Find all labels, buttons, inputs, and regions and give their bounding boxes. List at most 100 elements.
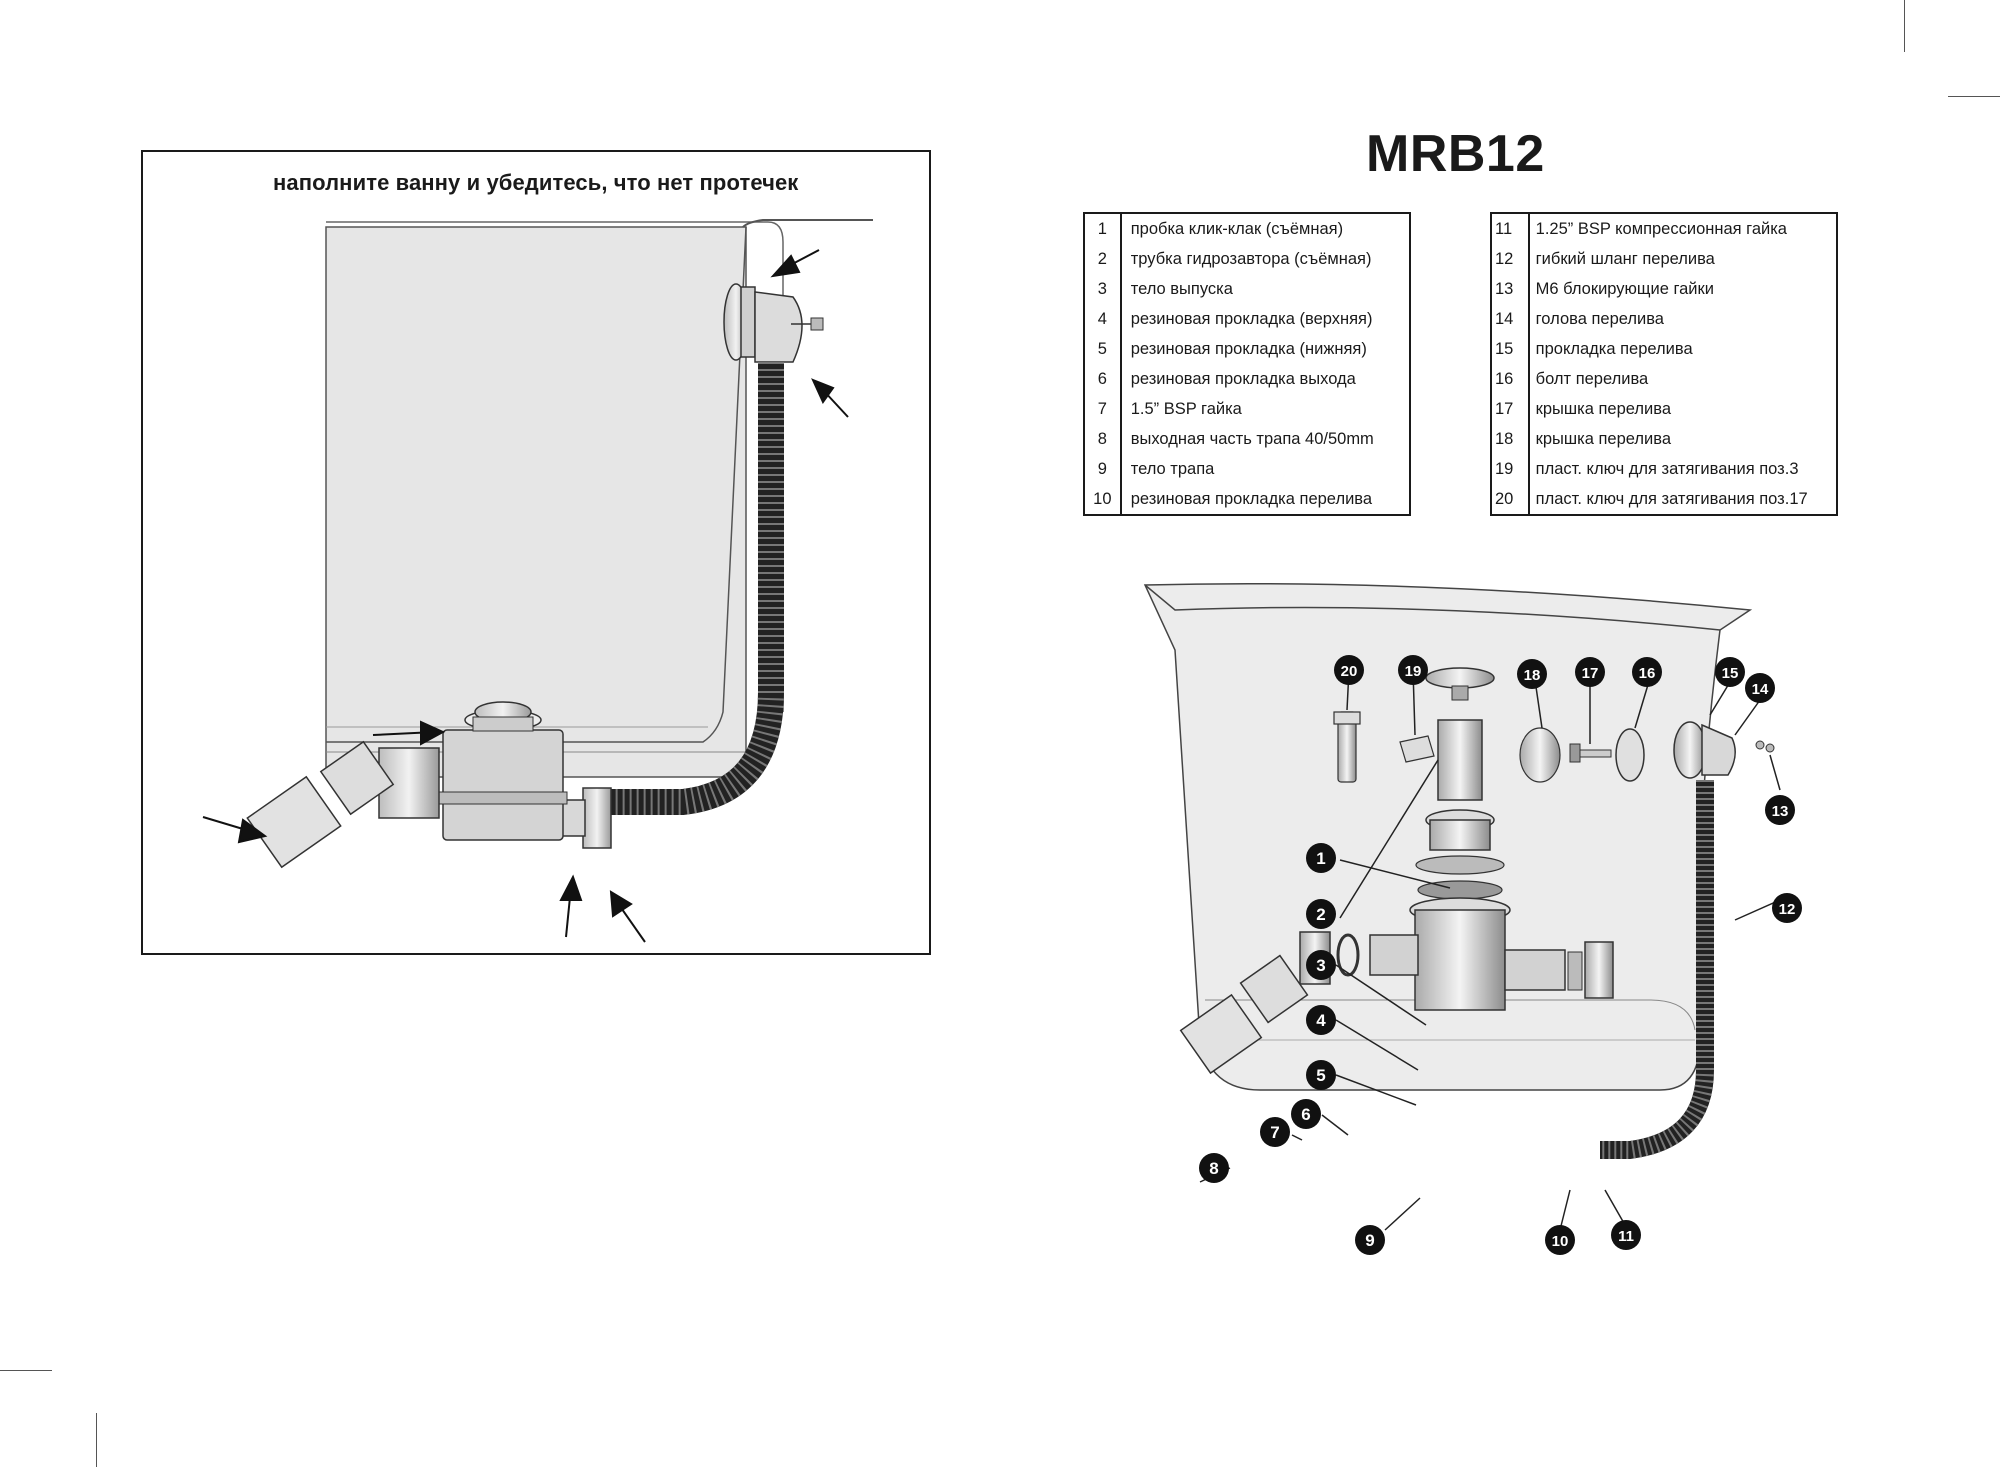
part-number: 11: [1491, 213, 1530, 244]
trap-body: [438, 701, 568, 841]
part-description: гибкий шланг перелива: [1535, 249, 1715, 268]
part-8-outlet-drawing: [1179, 954, 1309, 1075]
callout-8-circle: [1199, 1153, 1229, 1183]
part-1-plug-drawing: [1425, 667, 1495, 701]
callout-7-label: 7: [1270, 1123, 1279, 1142]
callout-11-label: 11: [1618, 1228, 1634, 1245]
part-number: 17: [1491, 394, 1530, 424]
callout-13-label: 13: [1772, 803, 1789, 820]
parts-row: 16 болт перелива: [1491, 364, 1837, 394]
part-number: 15: [1491, 334, 1530, 364]
part-description: крышка перелива: [1535, 429, 1672, 448]
part-16-ring-drawing: [1615, 728, 1645, 782]
part-description: трубка гидрозавтора (съёмная): [1130, 249, 1372, 268]
callout-9-circle: [1355, 1225, 1385, 1255]
bathtub-outline: [325, 219, 873, 778]
part-number: 13: [1491, 274, 1530, 304]
part-number: 5: [1084, 334, 1122, 364]
callout-6-circle: [1291, 1099, 1321, 1129]
part-number: 1: [1084, 213, 1122, 244]
callout-17-circle: [1575, 657, 1605, 687]
part-description: болт перелива: [1535, 369, 1649, 388]
callout-2-label: 2: [1316, 905, 1325, 924]
part-9-trap-drawing: [1369, 897, 1566, 1011]
part-number: 7: [1084, 394, 1122, 424]
part-description: 1.25” BSP компрессионная гайка: [1535, 219, 1787, 238]
parts-row: 11 1.25” BSP компрессионная гайка: [1491, 213, 1837, 244]
callout-15-label: 15: [1722, 665, 1739, 682]
model-title: MRB12: [1366, 125, 1545, 183]
callout-9-label: 9: [1365, 1231, 1374, 1250]
part-number: 8: [1084, 424, 1122, 454]
parts-row: 5 резиновая прокладка (нижняя): [1084, 334, 1410, 364]
part-description: М6 блокирующие гайки: [1535, 279, 1714, 298]
part-number: 2: [1084, 244, 1122, 274]
callout-2-circle: [1306, 899, 1336, 929]
part-number: 12: [1491, 244, 1530, 274]
callout-12-circle: [1772, 893, 1802, 923]
callout-10-circle: [1545, 1225, 1575, 1255]
callout-18-circle: [1517, 659, 1547, 689]
part-number: 6: [1084, 364, 1122, 394]
part-number: 20: [1491, 484, 1530, 515]
part-number: 16: [1491, 364, 1530, 394]
parts-row: 17 крышка перелива: [1491, 394, 1837, 424]
part-3-outlet-body-drawing: [1425, 809, 1495, 851]
part-number: 3: [1084, 274, 1122, 304]
part-number: 10: [1084, 484, 1122, 515]
part-description: 1.5” BSP гайка: [1130, 399, 1242, 418]
callout-16-circle: [1632, 657, 1662, 687]
parts-row: 12 гибкий шланг перелива: [1491, 244, 1837, 274]
parts-row: 19 пласт. ключ для затягивания поз.3: [1491, 454, 1837, 484]
callout-14-circle: [1745, 673, 1775, 703]
callout-20-label: 20: [1341, 663, 1358, 680]
callout-12-label: 12: [1779, 901, 1796, 918]
callout-19-circle: [1398, 655, 1428, 685]
crop-mark-top-right-vertical: [1904, 0, 1905, 52]
callout-16-label: 16: [1639, 665, 1656, 682]
parts-row: 18 крышка перелива: [1491, 424, 1837, 454]
parts-table-1-10: 1 пробка клик-клак (съёмная) 2 трубка гидро…: [1083, 212, 1411, 516]
parts-row: 2 трубка гидрозавтора (съёмная): [1084, 244, 1410, 274]
callout-5-circle: [1306, 1060, 1336, 1090]
callout-1-circle: [1306, 843, 1336, 873]
part-description: резиновая прокладка (нижняя): [1130, 339, 1367, 358]
part-description: пласт. ключ для затягивания поз.3: [1535, 459, 1799, 478]
part-11-nut-drawing: [1584, 941, 1614, 999]
part-10-gasket-drawing: [1567, 951, 1583, 991]
part-number: 19: [1491, 454, 1530, 484]
leak-test-illustration: [202, 219, 873, 943]
callout-19-label: 19: [1405, 663, 1422, 680]
callout-13-circle: [1765, 795, 1795, 825]
part-19-wrench-drawing: [1399, 735, 1435, 763]
callout-4-label: 4: [1316, 1011, 1326, 1030]
part-number: 18: [1491, 424, 1530, 454]
part-number: 4: [1084, 304, 1122, 334]
callout-14-label: 14: [1752, 681, 1769, 698]
callout-4-circle: [1306, 1005, 1336, 1035]
callout-17-label: 17: [1582, 665, 1599, 682]
crop-mark-bottom-left-vertical: [96, 1413, 97, 1467]
part-description: тело выпуска: [1130, 279, 1233, 298]
part-number: 9: [1084, 454, 1122, 484]
leak-test-panel: наполните ванну и убедитесь, что нет про…: [141, 150, 931, 955]
callout-18-label: 18: [1524, 667, 1541, 684]
crop-mark-top-right-horizontal: [1948, 96, 2000, 97]
part-17-bolt-drawing: [1569, 743, 1612, 763]
leak-test-caption: наполните ванну и убедитесь, что нет про…: [273, 170, 799, 195]
parts-table-11-20: 11 1.25” BSP компрессионная гайка 12 гибкий…: [1490, 212, 1838, 516]
parts-row: 1 пробка клик-клак (съёмная): [1084, 213, 1410, 244]
callout-10-label: 10: [1552, 1233, 1569, 1250]
part-2-tube-drawing: [1437, 719, 1483, 801]
compression-nut: [560, 787, 612, 849]
part-description: пробка клик-клак (съёмная): [1130, 219, 1344, 238]
part-description: крышка перелива: [1535, 399, 1672, 418]
